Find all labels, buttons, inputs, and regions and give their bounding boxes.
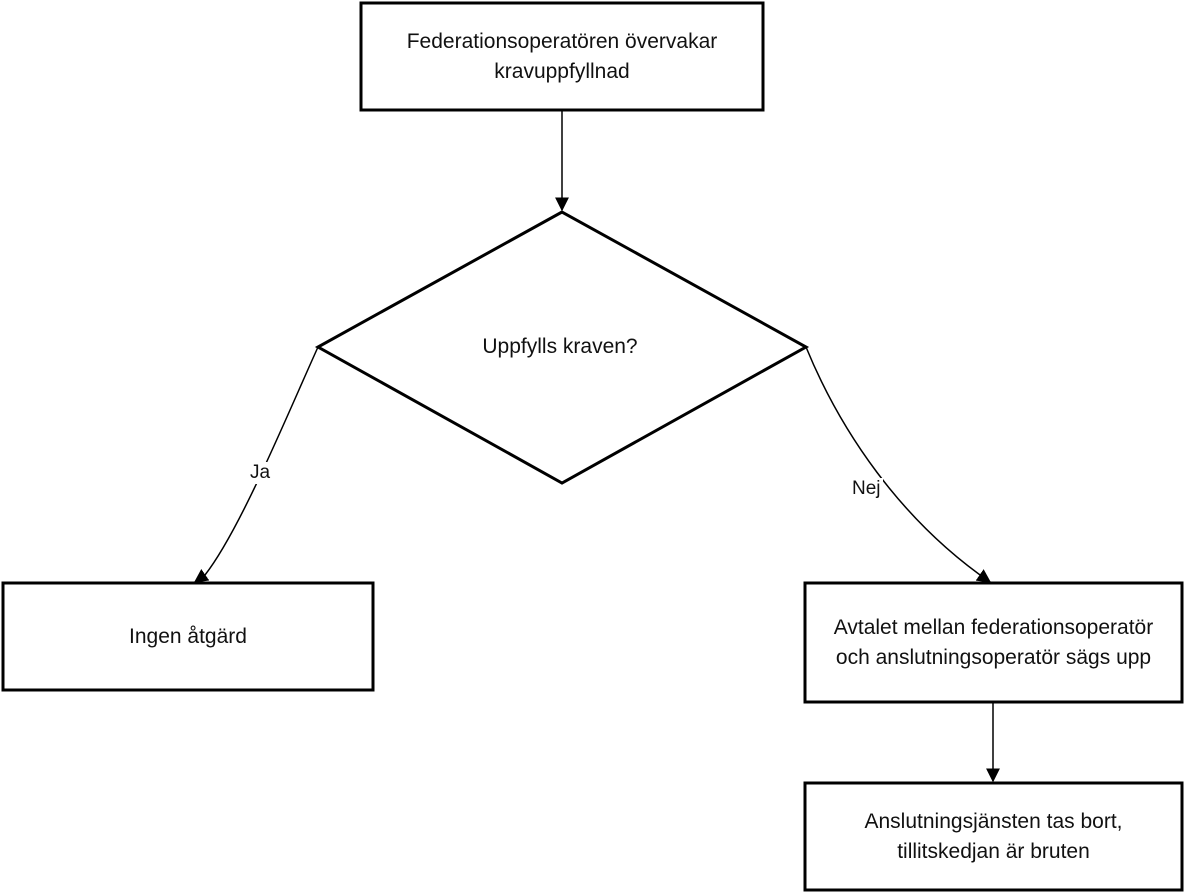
yes-edge-label: Ja	[248, 462, 273, 484]
terminate-label: Avtalet mellan federationsoperatör och a…	[805, 583, 1182, 702]
monitor-label-line1: Federationsoperatören övervakar	[406, 29, 718, 53]
terminate-label-line2: och anslutningsoperatör sägs upp	[835, 645, 1152, 669]
no-action-box	[1, 581, 375, 692]
no-action-label: Ingen åtgärd	[3, 583, 373, 690]
decision-text: Uppfylls kraven?	[482, 335, 638, 358]
monitor-box	[359, 1, 765, 112]
edge-no	[805, 346, 992, 583]
removed-label-line1: Anslutningsjänsten tas bort,	[864, 809, 1123, 833]
decision-diamond	[314, 210, 810, 485]
monitor-label-line2: kravuppfyllnad	[494, 59, 630, 83]
no-action-text: Ingen åtgärd	[129, 624, 247, 648]
no-edge-label: Nej	[850, 478, 883, 500]
removed-label: Anslutningsjänsten tas bort, tillitskedj…	[805, 783, 1182, 890]
terminate-label-line1: Avtalet mellan federationsoperatör	[833, 615, 1154, 639]
decision-label: Uppfylls kraven?	[400, 317, 720, 377]
removed-label-line2: tillitskedjan är bruten	[897, 839, 1090, 863]
terminate-box	[803, 581, 1184, 704]
removed-box	[803, 781, 1184, 892]
monitor-label: Federationsoperatören övervakar kravuppf…	[361, 3, 763, 110]
